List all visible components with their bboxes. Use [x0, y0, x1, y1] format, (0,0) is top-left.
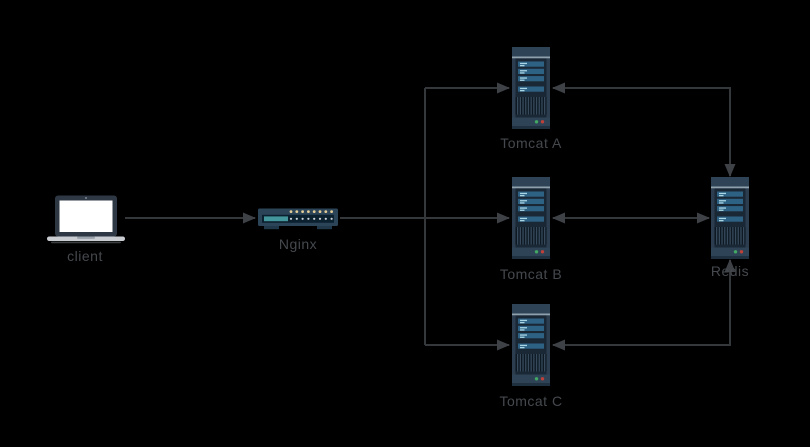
edge-tomcat-a-redis	[552, 82, 736, 177]
node-label-nginx: Nginx	[278, 236, 318, 252]
node-label-redis: Redis	[710, 263, 750, 279]
server-icon	[512, 177, 550, 259]
node-nginx	[256, 204, 340, 232]
router-icon	[256, 204, 340, 232]
node-client	[46, 195, 126, 247]
server-icon	[512, 47, 550, 129]
node-label-client: client	[67, 248, 103, 264]
server-icon	[512, 304, 550, 386]
edge-tomcat-c-redis	[552, 259, 736, 351]
node-tomcat-a	[512, 47, 550, 129]
node-tomcat-c	[512, 304, 550, 386]
node-label-tomcat-b: Tomcat B	[499, 266, 563, 282]
node-tomcat-b	[512, 177, 550, 259]
server-icon	[711, 177, 749, 259]
node-label-tomcat-c: Tomcat C	[499, 393, 563, 409]
node-label-tomcat-a: Tomcat A	[500, 135, 562, 151]
laptop-icon	[46, 195, 126, 247]
node-redis	[711, 177, 749, 259]
